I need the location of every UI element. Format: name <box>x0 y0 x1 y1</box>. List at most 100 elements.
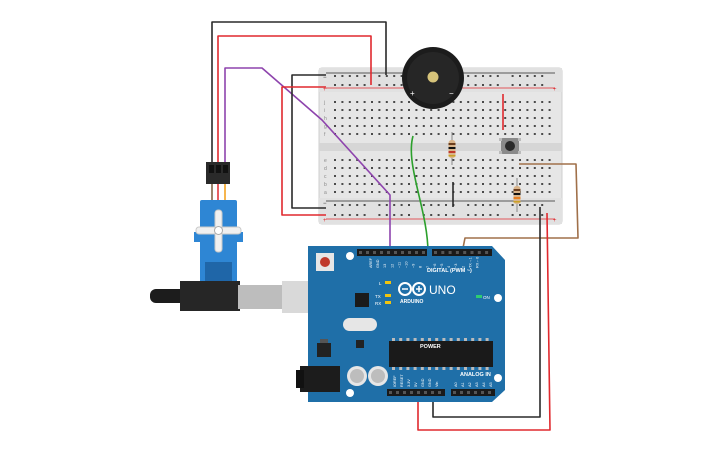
header-pin[interactable] <box>403 391 406 394</box>
breadboard-hole <box>408 167 410 169</box>
breadboard-hole <box>519 175 521 177</box>
header-pin[interactable] <box>359 251 362 254</box>
header-pin[interactable] <box>448 251 452 254</box>
breadboard-hole <box>437 214 440 216</box>
digital-pin-label: ~11 <box>397 262 401 268</box>
header-pin[interactable] <box>417 391 420 394</box>
header-pin[interactable] <box>460 391 463 394</box>
breadboard-hole <box>533 109 536 111</box>
wire-black-rail-left <box>291 74 326 209</box>
on-led-label: ON <box>483 295 490 300</box>
header-pin[interactable] <box>424 391 427 394</box>
breadboard-hole <box>408 191 410 193</box>
header-pin[interactable] <box>396 391 399 394</box>
breadboard-hole <box>378 117 381 119</box>
breadboard-hole <box>548 159 551 161</box>
header-pin[interactable] <box>380 251 383 254</box>
breadboard-hole <box>430 183 433 185</box>
breadboard-hole <box>422 133 425 135</box>
header-pin[interactable] <box>463 251 467 254</box>
breadboard-hole <box>422 117 425 119</box>
breadboard-hole <box>430 204 433 206</box>
header-pin[interactable] <box>373 251 376 254</box>
breadboard-hole <box>385 75 388 77</box>
header-pin[interactable] <box>477 251 481 254</box>
header-pin[interactable] <box>485 251 489 254</box>
header-pin[interactable] <box>431 391 434 394</box>
breadboard-hole <box>430 175 433 177</box>
breadboard-hole <box>334 101 336 103</box>
usb-chip <box>355 293 369 307</box>
piezo-buzzer[interactable]: + − <box>402 47 464 109</box>
breadboard-hole <box>371 125 373 127</box>
breadboard-row-letter: h <box>324 116 327 122</box>
header-pin[interactable] <box>410 391 413 394</box>
header-pin[interactable] <box>441 251 445 254</box>
breadboard-hole <box>511 109 514 111</box>
breadboard-hole <box>445 167 447 169</box>
breadboard-hole <box>496 183 499 185</box>
breadboard-hole <box>400 167 403 169</box>
servo-motor[interactable] <box>194 162 243 295</box>
breadboard-hole <box>445 133 447 135</box>
breadboard-hole <box>430 109 433 111</box>
l-led <box>385 281 391 284</box>
breadboard-hole <box>348 204 351 206</box>
header-pin[interactable] <box>401 251 404 254</box>
header-pin[interactable] <box>434 251 437 254</box>
breadboard-hole <box>489 125 492 127</box>
breadboard-hole <box>474 75 477 77</box>
breadboard-hole <box>504 101 507 103</box>
breadboard-hole <box>363 117 366 119</box>
breadboard-hole <box>474 191 477 193</box>
header-pin[interactable] <box>438 391 441 394</box>
breadboard-hole <box>408 159 410 161</box>
buzzer-plus-label: + <box>410 89 415 98</box>
breadboard-hole <box>400 159 403 161</box>
header-pin[interactable] <box>415 251 418 254</box>
breadboard-hole <box>459 191 462 193</box>
breadboard-hole <box>445 183 447 185</box>
breadboard-hole <box>385 117 388 119</box>
breadboard-hole <box>504 167 507 169</box>
digital-pin-label: ~9 <box>412 264 416 268</box>
header-pin[interactable] <box>422 251 425 254</box>
breadboard-hole <box>341 75 344 77</box>
breadboard-hole <box>408 125 410 127</box>
resistor-bottom[interactable] <box>513 178 521 212</box>
breadboard-hole <box>452 167 455 169</box>
header-pin[interactable] <box>408 251 411 254</box>
power-label: POWER <box>420 344 441 350</box>
header-pin[interactable] <box>366 251 369 254</box>
breadboard-hole <box>334 117 336 119</box>
breadboard-hole <box>341 125 344 127</box>
resistor-top[interactable] <box>448 132 456 165</box>
header-pin[interactable] <box>453 391 456 394</box>
digital-pin-label: 13 <box>383 264 387 268</box>
digital-pin-label: 12 <box>390 264 394 268</box>
header-pin[interactable] <box>467 391 470 394</box>
reset-button[interactable] <box>320 257 330 267</box>
header-pin[interactable] <box>394 251 397 254</box>
breadboard-hole <box>385 125 388 127</box>
rail-plus-label-bottom: + <box>323 218 327 224</box>
header-pin[interactable] <box>481 391 484 394</box>
breadboard-hole <box>526 191 529 193</box>
header-pin[interactable] <box>455 251 459 254</box>
breadboard-hole <box>393 167 396 169</box>
breadboard-hole <box>533 75 536 77</box>
header-pin[interactable] <box>488 391 491 394</box>
push-button[interactable] <box>499 138 521 154</box>
usb-cable <box>150 281 308 313</box>
breadboard-hole <box>541 133 544 135</box>
breadboard-hole <box>533 101 536 103</box>
header-pin[interactable] <box>387 251 390 254</box>
breadboard-hole <box>504 175 507 177</box>
header-pin[interactable] <box>474 391 477 394</box>
header-pin[interactable] <box>389 391 392 394</box>
wire-red-5v-arduino <box>417 212 551 431</box>
breadboard-hole <box>548 101 551 103</box>
breadboard-hole <box>526 133 529 135</box>
header-pin[interactable] <box>470 251 474 254</box>
